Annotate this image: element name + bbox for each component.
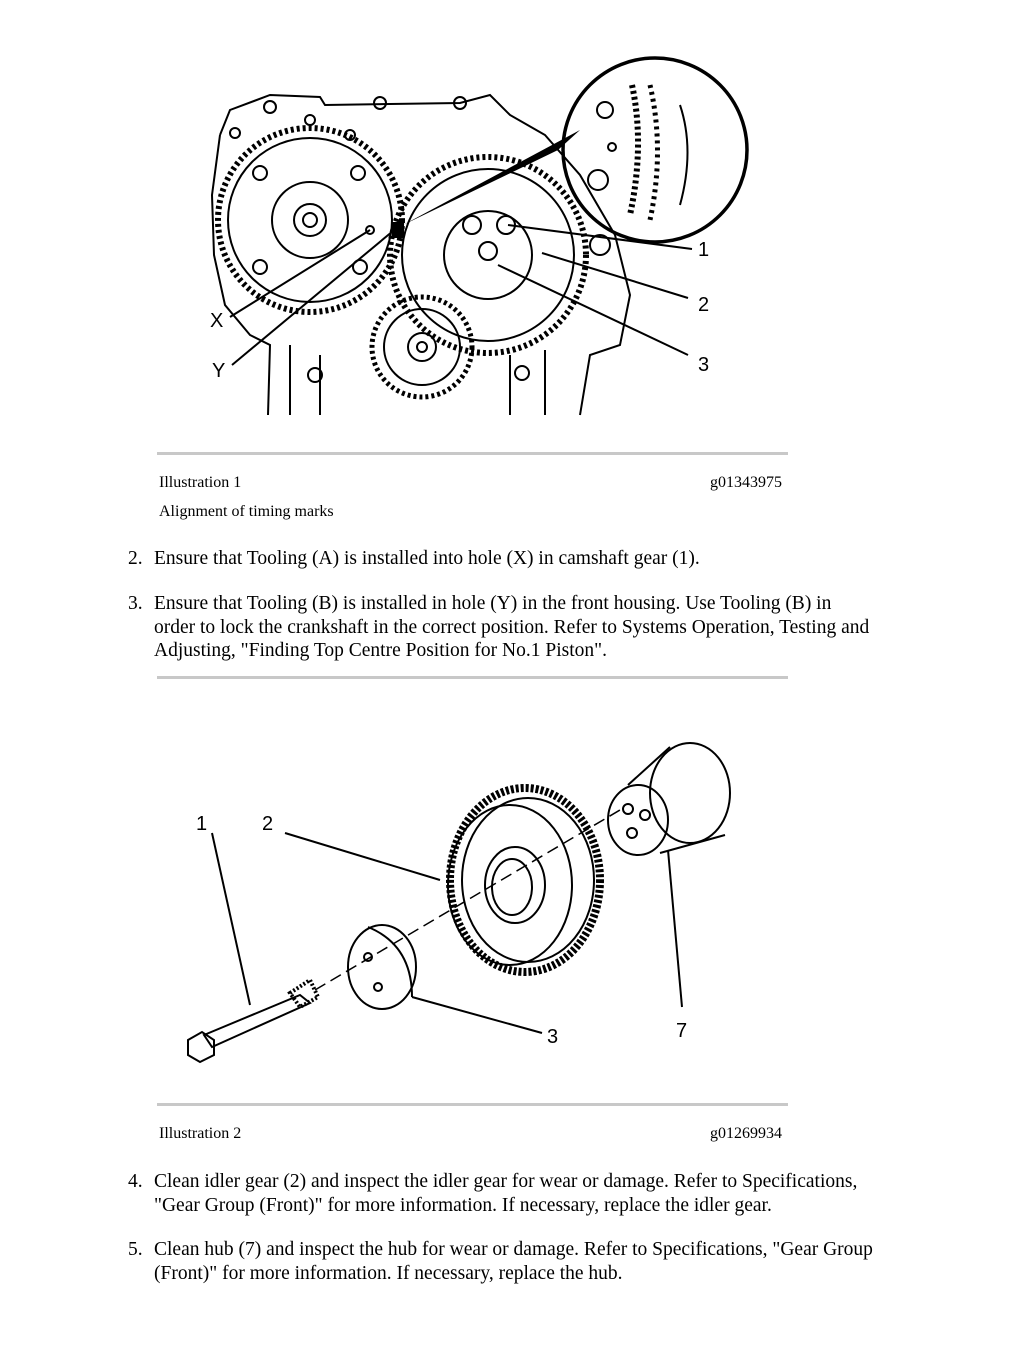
callout-7: 7 xyxy=(676,1020,687,1042)
step-number: 5. xyxy=(128,1239,143,1260)
illustration-1-code: g01343975 xyxy=(710,474,782,491)
illustration-2-label: Illustration 2 xyxy=(159,1125,242,1142)
divider xyxy=(157,1103,788,1106)
callout-2: 2 xyxy=(262,813,273,835)
callout-3: 3 xyxy=(547,1026,558,1048)
step-text-line: Adjusting, "Finding Top Centre Position … xyxy=(154,640,607,661)
illustration-1-label: Illustration 1 xyxy=(159,474,242,491)
step-number: 2. xyxy=(128,548,143,569)
illustration-2-code: g01269934 xyxy=(710,1125,782,1142)
step-number: 3. xyxy=(128,593,143,614)
step-text-line: (Front)" for more information. If necess… xyxy=(154,1262,623,1284)
callout-2: 2 xyxy=(698,294,709,316)
callout-x: X xyxy=(210,310,223,332)
step-text-line: Clean hub (7) and inspect the hub for we… xyxy=(154,1239,873,1260)
step-text-line: "Gear Group (Front)" for more informatio… xyxy=(154,1194,772,1216)
callout-3: 3 xyxy=(698,354,709,376)
divider xyxy=(157,452,788,455)
illustration-2-drawing: 1 2 3 7 xyxy=(187,742,731,1064)
step-number: 4. xyxy=(128,1171,143,1192)
callout-1: 1 xyxy=(698,239,709,261)
illustration-1-title: Alignment of timing marks xyxy=(159,503,334,520)
callout-y: Y xyxy=(212,360,225,382)
step-text-line: order to lock the crankshaft in the corr… xyxy=(154,616,870,638)
callout-1: 1 xyxy=(196,813,207,835)
step-text: Ensure that Tooling (A) is installed int… xyxy=(154,548,700,569)
step-text-line: Ensure that Tooling (B) is installed in … xyxy=(154,593,832,614)
divider xyxy=(157,676,788,679)
step-text-line: Clean idler gear (2) and inspect the idl… xyxy=(154,1171,858,1192)
illustration-1-drawing: X Y 1 2 3 xyxy=(210,56,749,416)
